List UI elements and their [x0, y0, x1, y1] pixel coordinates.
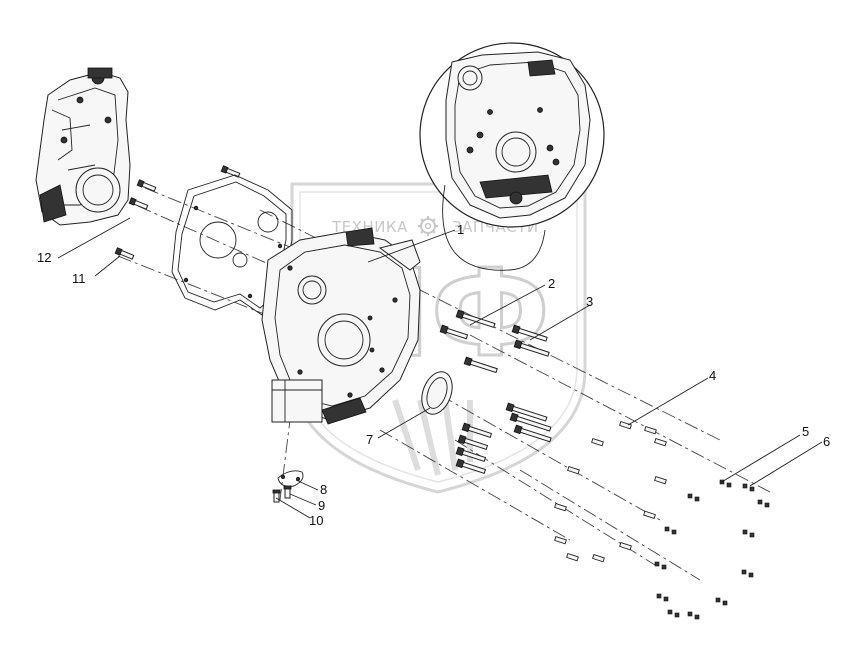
part-9-10-screws — [272, 485, 292, 503]
callout-6: 6 — [823, 434, 830, 449]
callout-12: 12 — [37, 250, 51, 265]
studs-group — [554, 420, 667, 563]
part-7-seal — [421, 371, 453, 415]
callout-7: 7 — [366, 432, 373, 447]
callout-10: 10 — [309, 513, 323, 528]
part-1-flywheel-housing — [261, 227, 421, 425]
bolts-group-left — [114, 165, 241, 260]
callout-4: 4 — [709, 368, 716, 383]
callout-5: 5 — [802, 424, 809, 439]
gear-icon — [418, 216, 438, 236]
part-8-cover — [277, 470, 304, 487]
callout-9: 9 — [318, 498, 325, 513]
callout-11: 11 — [72, 271, 86, 286]
callout-1: 1 — [457, 222, 464, 237]
callout-leader-lines — [57, 217, 823, 519]
detail-leader-line — [442, 184, 546, 271]
nuts-washers-group — [654, 479, 770, 620]
callout-8: 8 — [320, 482, 327, 497]
callout-labels: 1 2 3 4 5 6 7 8 9 10 11 12 — [37, 222, 830, 528]
long-bolts-group — [439, 309, 552, 474]
callout-3: 3 — [586, 294, 593, 309]
detail-inset — [419, 42, 605, 228]
watermark-stripes — [392, 399, 473, 476]
part-12-timing-case — [35, 67, 131, 226]
callout-2: 2 — [548, 276, 555, 291]
